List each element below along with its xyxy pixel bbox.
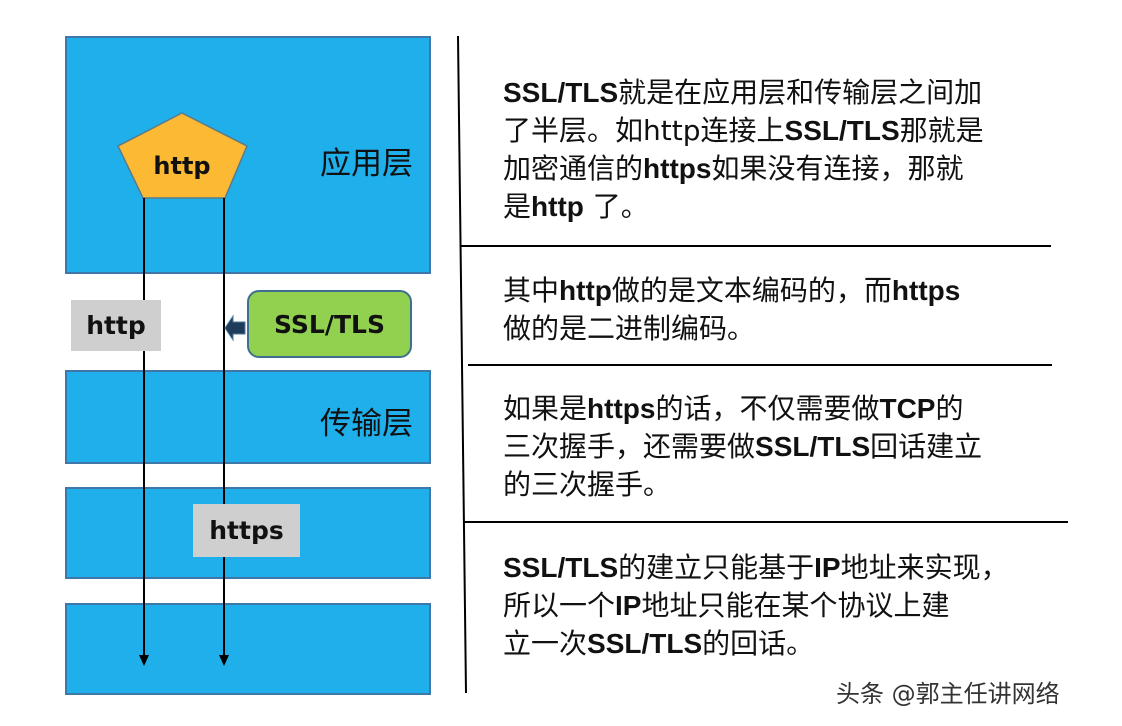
panel-line: 做的是二进制编码。 [503, 312, 756, 345]
panel-line: 三次握手，还需要做SSL/TLS回话建立 [503, 430, 983, 463]
panel-line: SSL/TLS就是在应用层和传输层之间加 [503, 76, 983, 109]
panel-line: 如果是https的话，不仅需要做TCP的 [503, 392, 964, 425]
panel-line: SSL/TLS的建立只能基于IP地址来实现， [503, 551, 1009, 584]
application-layer-label: 应用层 [320, 146, 413, 182]
arrow-down-icon [219, 655, 229, 666]
panel-3: 如果是https的话，不仅需要做TCP的三次握手，还需要做SSL/TLS回话建立… [503, 390, 982, 504]
panel-line: 加密通信的https如果没有连接，那就 [503, 152, 964, 185]
pentagon-http-label: http [153, 152, 211, 180]
panel-line: 立一次SSL/TLS的回话。 [503, 627, 815, 660]
http-tag: http [71, 300, 161, 351]
panel-2: 其中http做的是文本编码的，而https 做的是二进制编码。 [503, 272, 960, 348]
layer-4-box [65, 603, 431, 695]
panel-line: 的三次握手。 [503, 468, 672, 501]
panel-line: 了半层。如http连接上SSL/TLS那就是 [503, 114, 984, 147]
panel-line: 所以一个IP地址只能在某个协议上建 [503, 589, 950, 622]
ssl-tls-box: SSL/TLS [247, 290, 412, 358]
panel-line: 是http 了。 [503, 190, 649, 223]
http-pentagon [117, 112, 248, 199]
panel-4: SSL/TLS的建立只能基于IP地址来实现， 所以一个IP地址只能在某个协议上建立… [503, 549, 1009, 663]
transport-layer-box: 传输层 [65, 370, 431, 464]
transport-layer-label: 传输层 [320, 406, 413, 442]
arrow-left-icon [224, 314, 246, 342]
panel-line: 其中http做的是文本编码的，而https [503, 274, 961, 307]
arrow-down-icon [139, 655, 149, 666]
https-tag: https [193, 504, 300, 557]
panel-1: SSL/TLS就是在应用层和传输层之间加了半层。如http连接上SSL/TLS那… [503, 74, 984, 226]
watermark: 头条 @郭主任讲网络 [836, 680, 1060, 708]
